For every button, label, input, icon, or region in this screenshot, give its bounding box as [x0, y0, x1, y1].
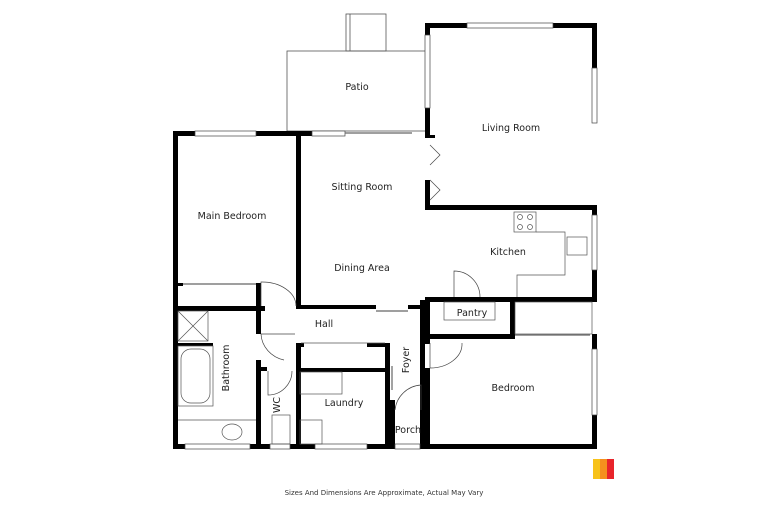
windows: [184, 22, 598, 450]
logo-bar-yellow: [593, 459, 600, 479]
room-label-porch: Porch: [395, 425, 421, 436]
room-label-bedroom: Bedroom: [492, 383, 535, 394]
walls: [173, 23, 597, 449]
room-label-sitting-room: Sitting Room: [332, 182, 393, 193]
disclaimer-text: Sizes And Dimensions Are Approximate, Ac…: [284, 489, 484, 497]
room-label-foyer: Foyer: [401, 347, 412, 373]
room-label-kitchen: Kitchen: [490, 247, 526, 258]
room-label-living-room: Living Room: [482, 123, 540, 134]
room-label-pantry: Pantry: [457, 308, 488, 319]
room-label-laundry: Laundry: [325, 398, 364, 409]
room-label-bathroom: Bathroom: [221, 345, 232, 392]
room-label-hall: Hall: [315, 319, 333, 330]
room-label-main-bedroom: Main Bedroom: [198, 211, 267, 222]
logo-bar-red: [607, 459, 614, 479]
brand-logo: [593, 459, 614, 479]
room-label-patio: Patio: [345, 82, 368, 93]
room-label-dining-area: Dining Area: [334, 263, 390, 274]
room-label-wc: WC: [272, 397, 283, 413]
logo-bar-orange: [600, 459, 607, 479]
